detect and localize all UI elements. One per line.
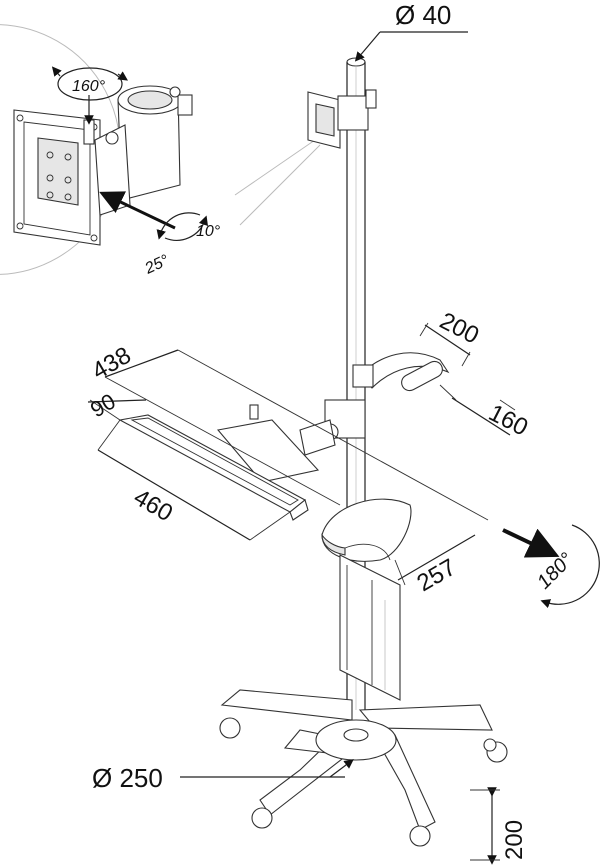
tilt-down-label: 25° xyxy=(142,252,173,278)
mount-rotation-label: 160° xyxy=(72,78,106,95)
base-diameter-callout: Ø 250 xyxy=(92,759,354,793)
base-diameter-label: Ø 250 xyxy=(92,763,163,793)
rotation-160-indicator: 160° xyxy=(51,66,128,101)
tray-bracket xyxy=(216,399,366,483)
monitor-mount xyxy=(307,89,377,149)
mouse-shelf xyxy=(321,498,412,562)
swivel-indicator: 180° xyxy=(502,524,600,609)
tray-width-label: 438 xyxy=(88,342,136,385)
pole-diameter-label: Ø 40 xyxy=(395,0,451,30)
handle-width-label: 200 xyxy=(435,307,483,349)
base-height-dimension: 200 xyxy=(470,787,528,865)
pole-diameter-callout: Ø 40 xyxy=(354,0,468,62)
keyboard-width-label: 460 xyxy=(129,484,177,527)
base-height-label: 200 xyxy=(501,820,528,860)
vesa-plate-detail xyxy=(13,109,101,246)
tray-depth-label: 90 xyxy=(86,388,120,422)
handle xyxy=(352,352,450,392)
shelf-depth-label: 257 xyxy=(413,554,461,597)
handle-offset-label: 160 xyxy=(484,399,532,441)
tilt-indicator: 10° 25° xyxy=(142,212,221,278)
keyboard-tray xyxy=(118,414,309,521)
tilt-up-label: 10° xyxy=(196,223,221,240)
swivel-rotation-label: 180° xyxy=(533,549,578,594)
base xyxy=(219,689,508,847)
detail-circle xyxy=(0,24,321,275)
pole-clamp-detail xyxy=(83,85,193,230)
lower-column xyxy=(339,554,401,701)
